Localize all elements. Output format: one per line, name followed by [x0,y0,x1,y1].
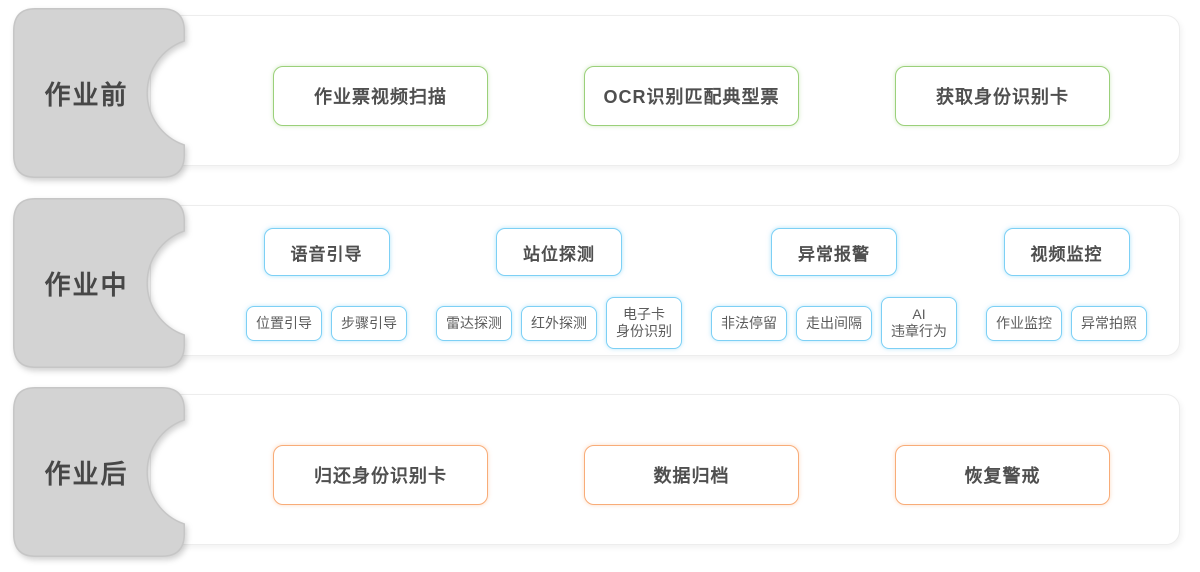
phase-tab-after: 作业后 [13,387,185,557]
phase-panel-during: 语音引导 位置引导 步骤引导 站位探测 雷达探测 红外探测 电子卡 身份识别 [150,205,1180,356]
phase-panel-before: 作业票视频扫描 OCR识别匹配典型票 获取身份识别卡 [150,15,1180,166]
phase-tab-shape [13,8,185,178]
substep-box-ai-violation: AI 违章行为 [881,297,957,349]
substep-box-position-guide: 位置引导 [246,305,322,341]
substep-box-illegal-stay: 非法停留 [711,305,787,341]
phase-row-after: 归还身份识别卡 数据归档 恢复警戒 作业后 [0,387,1200,557]
substep-box-step-guide: 步骤引导 [331,305,407,341]
phase-tab-label: 作业中 [44,269,129,300]
substep-box-infrared-detect: 红外探测 [521,305,597,341]
phase-tab-label: 作业后 [44,458,129,489]
step-box-ticket-video-scan: 作业票视频扫描 [273,66,488,126]
step-box-ocr-match: OCR识别匹配典型票 [584,66,799,126]
substep-box-work-monitor: 作业监控 [986,305,1062,341]
phase-row-before: 作业票视频扫描 OCR识别匹配典型票 获取身份识别卡 作业前 [0,8,1200,178]
step-box-data-archive: 数据归档 [584,445,799,505]
substep-list-voice-guide: 位置引导 步骤引导 [246,296,407,350]
step-box-get-id-card: 获取身份识别卡 [895,66,1110,126]
phase-tab-shape [13,198,185,368]
substep-box-ecard-identity: 电子卡 身份识别 [606,297,682,349]
step-group-list-during: 语音引导 位置引导 步骤引导 站位探测 雷达探测 红外探测 电子卡 身份识别 [151,206,1179,350]
substep-list-video-monitor: 作业监控 异常拍照 [986,296,1147,350]
step-box-list-before: 作业票视频扫描 OCR识别匹配典型票 获取身份识别卡 [151,16,1179,126]
phase-tab-label: 作业前 [44,79,129,110]
phase-row-during: 语音引导 位置引导 步骤引导 站位探测 雷达探测 红外探测 电子卡 身份识别 [0,198,1200,368]
phase-tab-shape [13,387,185,557]
step-box-position-detect: 站位探测 [496,228,622,276]
step-box-abnormal-alarm: 异常报警 [771,228,897,276]
phase-panel-after: 归还身份识别卡 数据归档 恢复警戒 [150,394,1180,545]
substep-box-abnormal-photo: 异常拍照 [1071,305,1147,341]
step-box-return-id-card: 归还身份识别卡 [273,445,488,505]
substep-box-radar-detect: 雷达探测 [436,305,512,341]
step-group-voice-guide: 语音引导 位置引导 步骤引导 [246,228,407,350]
phase-tab-during: 作业中 [13,198,185,368]
phase-tab-before: 作业前 [13,8,185,178]
substep-list-abnormal-alarm: 非法停留 走出间隔 AI 违章行为 [711,296,957,350]
step-group-abnormal-alarm: 异常报警 非法停留 走出间隔 AI 违章行为 [711,228,957,350]
substep-box-leave-interval: 走出间隔 [796,305,872,341]
substep-list-position-detect: 雷达探测 红外探测 电子卡 身份识别 [436,296,682,350]
step-box-restore-alert: 恢复警戒 [895,445,1110,505]
step-box-list-after: 归还身份识别卡 数据归档 恢复警戒 [151,395,1179,505]
step-group-video-monitor: 视频监控 作业监控 异常拍照 [986,228,1147,350]
step-box-video-monitor: 视频监控 [1003,228,1130,276]
step-group-position-detect: 站位探测 雷达探测 红外探测 电子卡 身份识别 [436,228,682,350]
step-box-voice-guide: 语音引导 [263,228,390,276]
